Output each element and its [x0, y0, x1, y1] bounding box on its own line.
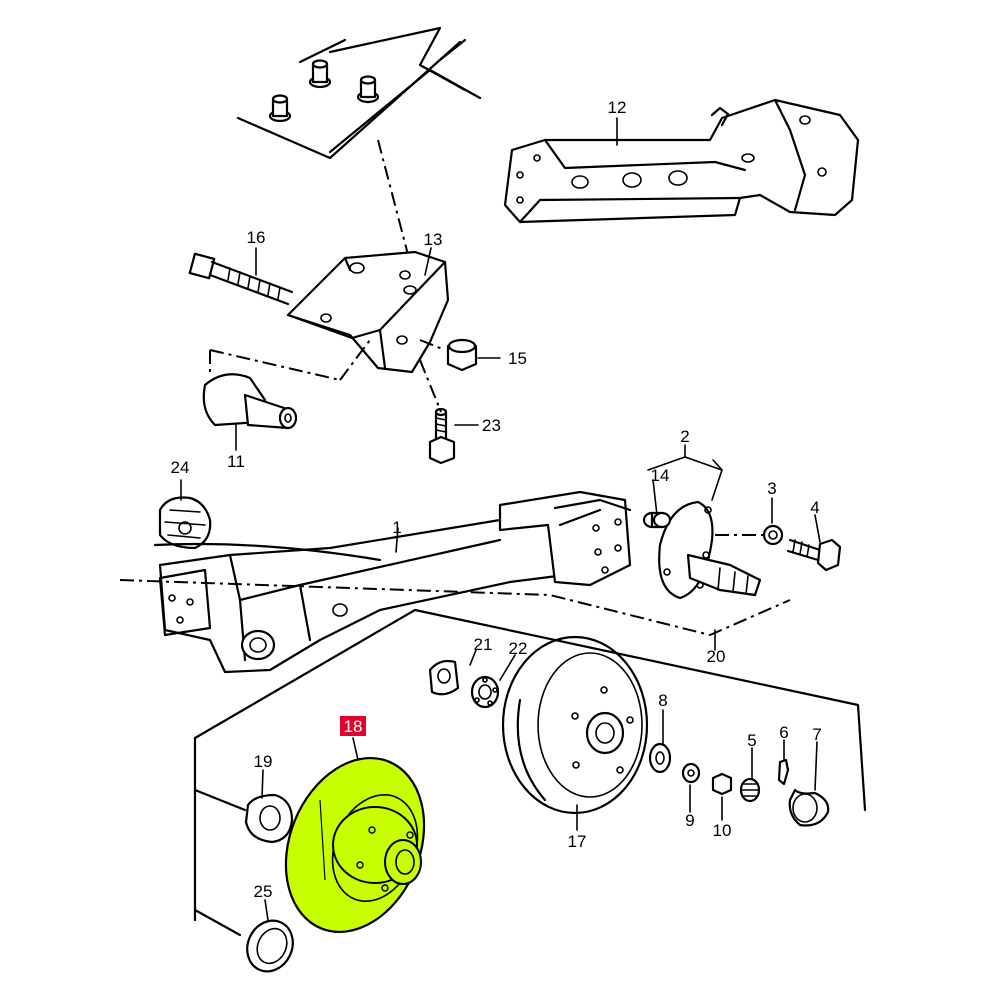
- label-10: 10: [713, 821, 732, 840]
- label-8: 8: [658, 691, 667, 710]
- body-floor-panel: [236, 26, 482, 160]
- label-5: 5: [747, 731, 756, 750]
- label-17: 17: [568, 832, 587, 851]
- stud: [308, 59, 332, 89]
- label-4: 4: [810, 498, 819, 517]
- castle-nut-part-5: [739, 777, 761, 803]
- label-2: 2: [680, 427, 689, 446]
- mounting-bracket-part-12: [503, 98, 860, 224]
- part-labels: 12 13 16 15 23 11 24 1 2 14 3 4 20 21 22…: [171, 98, 822, 901]
- stud: [356, 75, 380, 104]
- hub-cap-part-7: [788, 788, 830, 827]
- axle-beam-part-1: [153, 490, 632, 674]
- label-9: 9: [685, 811, 694, 830]
- label-18: 18: [344, 717, 363, 736]
- brake-disc-part-18: [284, 756, 426, 934]
- bolt-part-23: [419, 359, 456, 465]
- washer-part-9: [681, 762, 701, 784]
- label-25: 25: [254, 882, 273, 901]
- nut-part-10: [711, 772, 733, 796]
- label-19: 19: [254, 752, 273, 771]
- label-24: 24: [171, 458, 190, 477]
- bracket-part-13: [286, 250, 450, 374]
- leader-lines: [180, 117, 821, 921]
- label-20: 20: [707, 647, 726, 666]
- bearing-part-8: [648, 742, 672, 774]
- rubber-mount-part-24: [158, 496, 212, 550]
- bearing-part-22: [470, 675, 500, 709]
- abs-ring-part-25: [246, 919, 294, 973]
- bearing-part-19: [244, 793, 294, 844]
- bolt-part-4: [786, 538, 842, 572]
- label-23: 23: [482, 416, 501, 435]
- label-22: 22: [509, 639, 528, 658]
- label-16: 16: [247, 228, 266, 247]
- label-11: 11: [227, 452, 245, 471]
- label-3: 3: [767, 479, 776, 498]
- washer-part-3: [762, 524, 784, 546]
- label-1: 1: [392, 518, 401, 537]
- bushing-part-11: [202, 339, 371, 430]
- label-7: 7: [812, 725, 821, 744]
- bolt-part-16: [188, 252, 294, 306]
- label-21: 21: [474, 635, 493, 654]
- cotter-pin-part-6: [777, 758, 790, 786]
- brake-drum-part-17: [501, 635, 649, 815]
- seal-part-21: [428, 659, 460, 696]
- label-14: 14: [651, 466, 670, 485]
- stub-axle-part-2: [658, 500, 762, 600]
- label-6: 6: [779, 723, 788, 742]
- label-12: 12: [608, 98, 627, 117]
- stud: [268, 94, 292, 123]
- label-18-highlight: 18: [340, 716, 366, 736]
- label-15: 15: [508, 349, 527, 368]
- label-13: 13: [424, 230, 443, 249]
- nut-part-15: [419, 338, 478, 372]
